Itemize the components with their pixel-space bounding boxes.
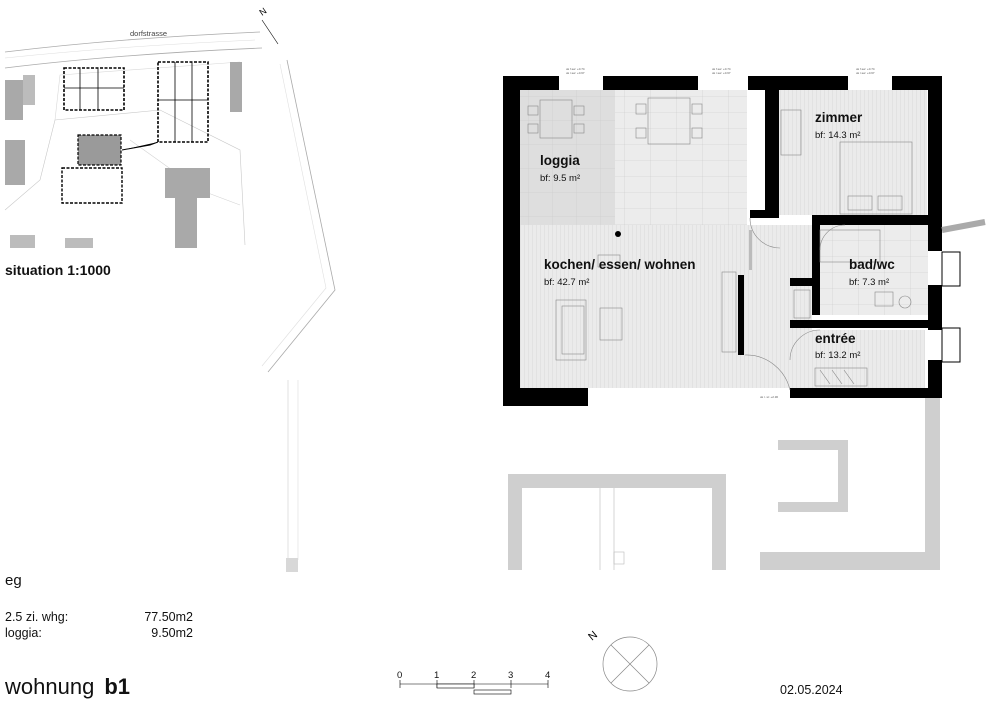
svg-text:ok r. st: +2.30: ok r. st: +2.30 — [760, 395, 778, 399]
room-area-bad: bf: 7.3 m² — [849, 277, 890, 288]
svg-text:ok r.sw: +0.67: ok r.sw: +0.67 — [712, 71, 731, 75]
dining-floor — [615, 90, 747, 225]
room-name-bad: bad/wc — [849, 257, 895, 272]
svg-text:ok f.sw: +0.74: ok f.sw: +0.74 — [856, 67, 875, 71]
room-name-kochen: kochen/ essen/ wohnen — [544, 257, 696, 272]
area-row-apartment: 2.5 zi. whg: 77.50m2 — [5, 610, 193, 624]
scale-tick-label: 3 — [508, 670, 514, 681]
sheet-date: 02.05.2024 — [780, 683, 843, 697]
room-name-loggia: loggia — [540, 153, 580, 168]
svg-text:ok r.sw: +0.67: ok r.sw: +0.67 — [856, 71, 875, 75]
room-area-kochen: bf: 42.7 m² — [544, 277, 590, 288]
living-floor — [520, 225, 812, 388]
entry-floor — [795, 330, 925, 388]
room-area-loggia: bf: 9.5 m² — [540, 173, 581, 184]
area-value: 77.50m2 — [144, 610, 193, 624]
street-name: dorfstrasse — [130, 29, 167, 38]
area-value: 9.50m2 — [151, 626, 193, 640]
scale-tick-label: 2 — [471, 670, 477, 681]
svg-text:ok f.sw: +0.74: ok f.sw: +0.74 — [566, 67, 585, 71]
area-label: 2.5 zi. whg: — [5, 610, 69, 624]
loggia-floor — [520, 90, 615, 225]
scale-tick-label: 1 — [434, 670, 440, 681]
svg-text:ok f.sw: +0.74: ok f.sw: +0.74 — [712, 67, 731, 71]
room-area-zimmer: bf: 14.3 m² — [815, 130, 861, 141]
room-name-zimmer: zimmer — [815, 110, 863, 125]
title-prefix: wohnung — [5, 674, 95, 699]
sheet-title: wohnung b1 — [5, 674, 130, 700]
room-name-entree: entrée — [815, 331, 856, 346]
floor-plan: ok f.sw: +0.74 ok r.sw: +0.67 ok f.sw: +… — [503, 67, 986, 570]
site-north-label: N — [257, 6, 268, 18]
bedroom-floor — [779, 90, 927, 215]
area-row-loggia: loggia: 9.50m2 — [5, 626, 193, 640]
floor-label: eg — [5, 572, 22, 589]
north-arrow-icon — [602, 636, 658, 692]
title-unit: b1 — [104, 674, 130, 699]
room-area-entree: bf: 13.2 m² — [815, 350, 861, 361]
svg-text:ok r.sw: +0.67: ok r.sw: +0.67 — [566, 71, 585, 75]
scale-bar — [399, 680, 549, 695]
area-label: loggia: — [5, 626, 42, 640]
plan-north-label: N — [586, 629, 600, 643]
scale-tick-label: 4 — [545, 670, 551, 681]
site-plan — [4, 19, 279, 248]
site-plan-label: situation 1:1000 — [5, 262, 111, 278]
bath-floor — [818, 225, 928, 315]
scale-tick-label: 0 — [397, 670, 403, 681]
